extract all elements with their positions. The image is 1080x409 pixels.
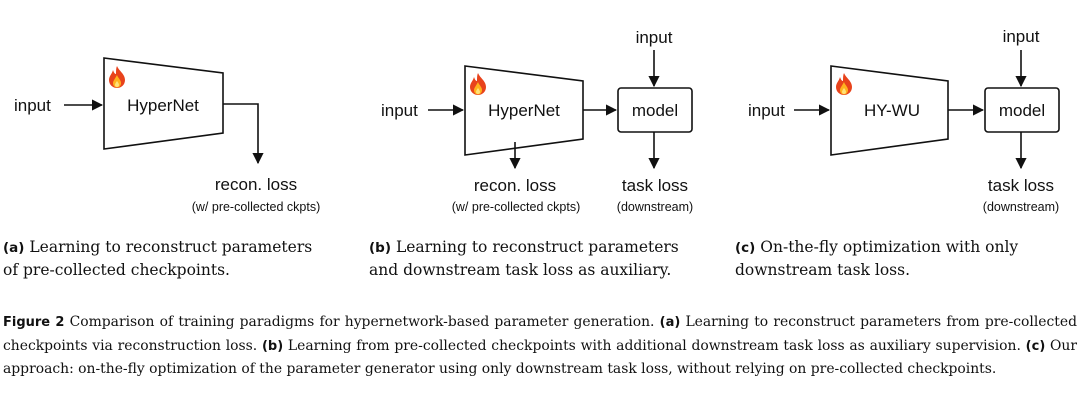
hy-wu-label: HY-WU bbox=[864, 101, 920, 120]
input-top-label: input bbox=[1003, 27, 1040, 46]
panel-b: input HyperNet model input recon. loss (… bbox=[381, 28, 693, 214]
subcaption-line1: Learning to reconstruct parameters bbox=[24, 238, 313, 256]
input-top-label: input bbox=[636, 28, 673, 47]
recon-loss-label: recon. loss bbox=[474, 176, 556, 195]
caption-text: Comparison of training paradigms for hyp… bbox=[64, 314, 660, 330]
subcaption-label: (c) bbox=[735, 240, 756, 256]
recon-loss-note: (w/ pre-collected ckpts) bbox=[192, 200, 321, 214]
subcaption-line2: downstream task loss. bbox=[735, 261, 911, 279]
task-loss-label: task loss bbox=[988, 176, 1054, 195]
recon-loss-label: recon. loss bbox=[215, 175, 297, 194]
input-label: input bbox=[381, 101, 418, 120]
recon-loss-note: (w/ pre-collected ckpts) bbox=[452, 200, 581, 214]
subcaption-label: (a) bbox=[3, 240, 25, 256]
subcaption-c: (c) On-the-fly optimization with only dow… bbox=[735, 236, 1077, 281]
caption-label-b: (b) bbox=[261, 338, 284, 354]
caption-text: Learning to reconstruct parameters from … bbox=[3, 314, 1077, 354]
caption-label-a: (a) bbox=[659, 315, 681, 330]
figure-caption: Figure 2 Comparison of training paradigm… bbox=[3, 311, 1077, 381]
input-label: input bbox=[748, 101, 785, 120]
panel-a: input HyperNet recon. loss (w/ pre-colle… bbox=[14, 57, 321, 214]
model-block bbox=[617, 87, 693, 133]
subcaption-label: (b) bbox=[369, 240, 392, 256]
hy-wu-block bbox=[830, 65, 949, 156]
output-arrow bbox=[223, 103, 264, 165]
task-loss-label: task loss bbox=[622, 176, 688, 195]
input-label: input bbox=[14, 96, 51, 115]
model-label: model bbox=[632, 101, 678, 120]
caption-text: Learning from pre-collected checkpoints … bbox=[283, 337, 1026, 354]
subcaption-line2: and downstream task loss as auxiliary. bbox=[369, 261, 672, 279]
caption-label-c: (c) bbox=[1025, 338, 1046, 354]
model-label: model bbox=[999, 101, 1045, 120]
model-block bbox=[984, 87, 1060, 133]
hypernet-label: HyperNet bbox=[127, 96, 199, 115]
hypernet-block bbox=[464, 65, 584, 156]
subcaption-b: (b) Learning to reconstruct parameters an… bbox=[369, 236, 739, 281]
panel-c: input HY-WU model input task loss (downs… bbox=[748, 27, 1060, 214]
subcaption-line2: of pre-collected checkpoints. bbox=[3, 261, 230, 279]
paradigm-diagrams: input HyperNet recon. loss (w/ pre-colle… bbox=[14, 27, 1060, 214]
task-loss-note: (downstream) bbox=[617, 200, 693, 214]
task-loss-note: (downstream) bbox=[983, 200, 1059, 214]
subcaption-a: (a) Learning to reconstruct parameters of… bbox=[3, 236, 363, 281]
hypernet-label: HyperNet bbox=[488, 101, 560, 120]
subcaption-line1: Learning to reconstruct parameters bbox=[391, 238, 679, 256]
hypernet-block bbox=[103, 57, 224, 150]
subcaption-line1: On-the-fly optimization with only bbox=[755, 238, 1019, 256]
caption-text: Our approach: on-the-fly optimization of… bbox=[3, 337, 1078, 378]
figure-label: Figure 2 bbox=[3, 315, 65, 330]
